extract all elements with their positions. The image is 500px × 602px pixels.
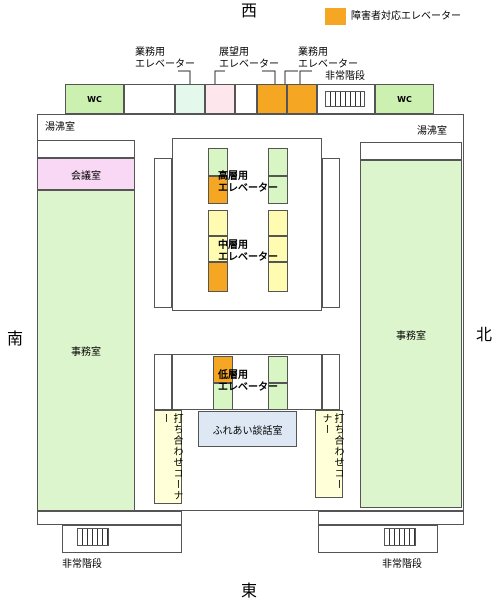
low-elevator-right-1: [268, 356, 288, 383]
meeting-corner-right: 打ち合わせコーナー: [315, 410, 343, 498]
kitchenette-right-label: 湯沸室: [417, 126, 447, 137]
low-elevator-label-line1: 低層用: [218, 370, 248, 381]
low-elevator-right-2: [268, 383, 288, 410]
label-observation-elevator-line1: 展望用: [219, 47, 249, 58]
high-elevator-right-1: [268, 148, 288, 176]
label-business-elevator-left-line2: エレベーター: [135, 59, 195, 70]
business-elevator-right-a: [257, 84, 287, 114]
elevator-core-lower: [172, 354, 322, 410]
mid-elevator-label-line1: 中層用: [218, 240, 248, 251]
label-business-elevator-right-line2: エレベーター: [298, 59, 358, 70]
wc-label: WC: [397, 94, 412, 104]
emergency-stairs-bottom-right: [384, 528, 416, 546]
bottom-block-right: [318, 525, 438, 553]
core-lower-right-wing: [322, 354, 340, 410]
core-lower-left-wing: [154, 354, 172, 410]
office-south-label: 事務室: [71, 347, 101, 358]
business-elevator-right-b: [287, 84, 317, 114]
high-elevator-left-2: [208, 176, 228, 204]
direction-south: 南: [7, 329, 24, 348]
wc-top-right: WC: [375, 84, 434, 114]
mid-elevator-left-2: [208, 236, 228, 262]
label-observation-elevator-line2: エレベーター: [219, 59, 279, 70]
high-elevator-label-line1: 高層用: [218, 171, 248, 182]
mid-elevator-right-2: [268, 236, 288, 262]
core-upper-right-wing: [322, 158, 340, 308]
bottom-corridor-right: [318, 511, 464, 525]
fureai-lounge-label: ふれあい談話室: [212, 425, 283, 437]
label-business-elevator-right-line1: 業務用: [298, 47, 328, 58]
meeting-room: 会議室: [37, 158, 135, 190]
elevator-core-upper: [172, 138, 322, 311]
legend-swatch: [325, 8, 346, 25]
top-corridor-left: [124, 84, 175, 114]
mid-elevator-left-1: [208, 210, 228, 236]
wc-label: WC: [87, 94, 102, 104]
low-elevator-left-1: [213, 356, 233, 383]
mid-elevator-right-3: [268, 262, 288, 292]
emergency-stairs-bottom-left-label: 非常階段: [62, 559, 102, 570]
high-elevator-right-2: [268, 176, 288, 204]
emergency-stairs-bottom-left: [77, 528, 109, 546]
observation-elevator: [205, 84, 235, 114]
low-elevator-left-2: [213, 383, 233, 410]
meeting-corner-right-label: 打ち合わせコーナー: [320, 413, 343, 490]
kitchenette-right: [360, 142, 462, 160]
kitchenette-left: [37, 140, 135, 158]
label-business-elevator-left-line1: 業務用: [135, 47, 165, 58]
bottom-corridor-left: [37, 511, 182, 525]
high-elevator-left-1: [208, 148, 228, 176]
office-north-label: 事務室: [396, 330, 426, 342]
top-gap: [235, 84, 257, 114]
wc-top-left: WC: [65, 84, 124, 114]
meeting-corner-left-label: 打ち合わせコーナー: [159, 413, 182, 501]
direction-west: 西: [241, 1, 258, 20]
direction-north: 北: [476, 325, 493, 344]
kitchenette-left-label: 湯沸室: [45, 122, 75, 133]
mid-elevator-left-3: [208, 262, 228, 292]
business-elevator-left: [175, 84, 205, 114]
meeting-corner-left: 打ち合わせコーナー: [154, 410, 182, 504]
label-emergency-stairs-top: 非常階段: [325, 71, 365, 82]
core-upper-left-wing: [154, 158, 172, 308]
office-north: 事務室: [360, 160, 462, 508]
low-elevator-label-line2: エレベーター: [218, 382, 278, 393]
high-elevator-label-line2: エレベーター: [218, 183, 278, 194]
legend-label: 障害者対応エレベーター: [351, 11, 461, 22]
emergency-stairs-top: [325, 91, 365, 107]
mid-elevator-right-1: [268, 210, 288, 236]
fureai-lounge: ふれあい談話室: [198, 411, 297, 447]
emergency-stairs-bottom-right-label: 非常階段: [382, 559, 422, 570]
meeting-room-label: 会議室: [71, 170, 101, 182]
office-south: 事務室: [37, 190, 135, 511]
mid-elevator-label-line2: エレベーター: [218, 252, 278, 263]
direction-east: 東: [241, 581, 258, 600]
